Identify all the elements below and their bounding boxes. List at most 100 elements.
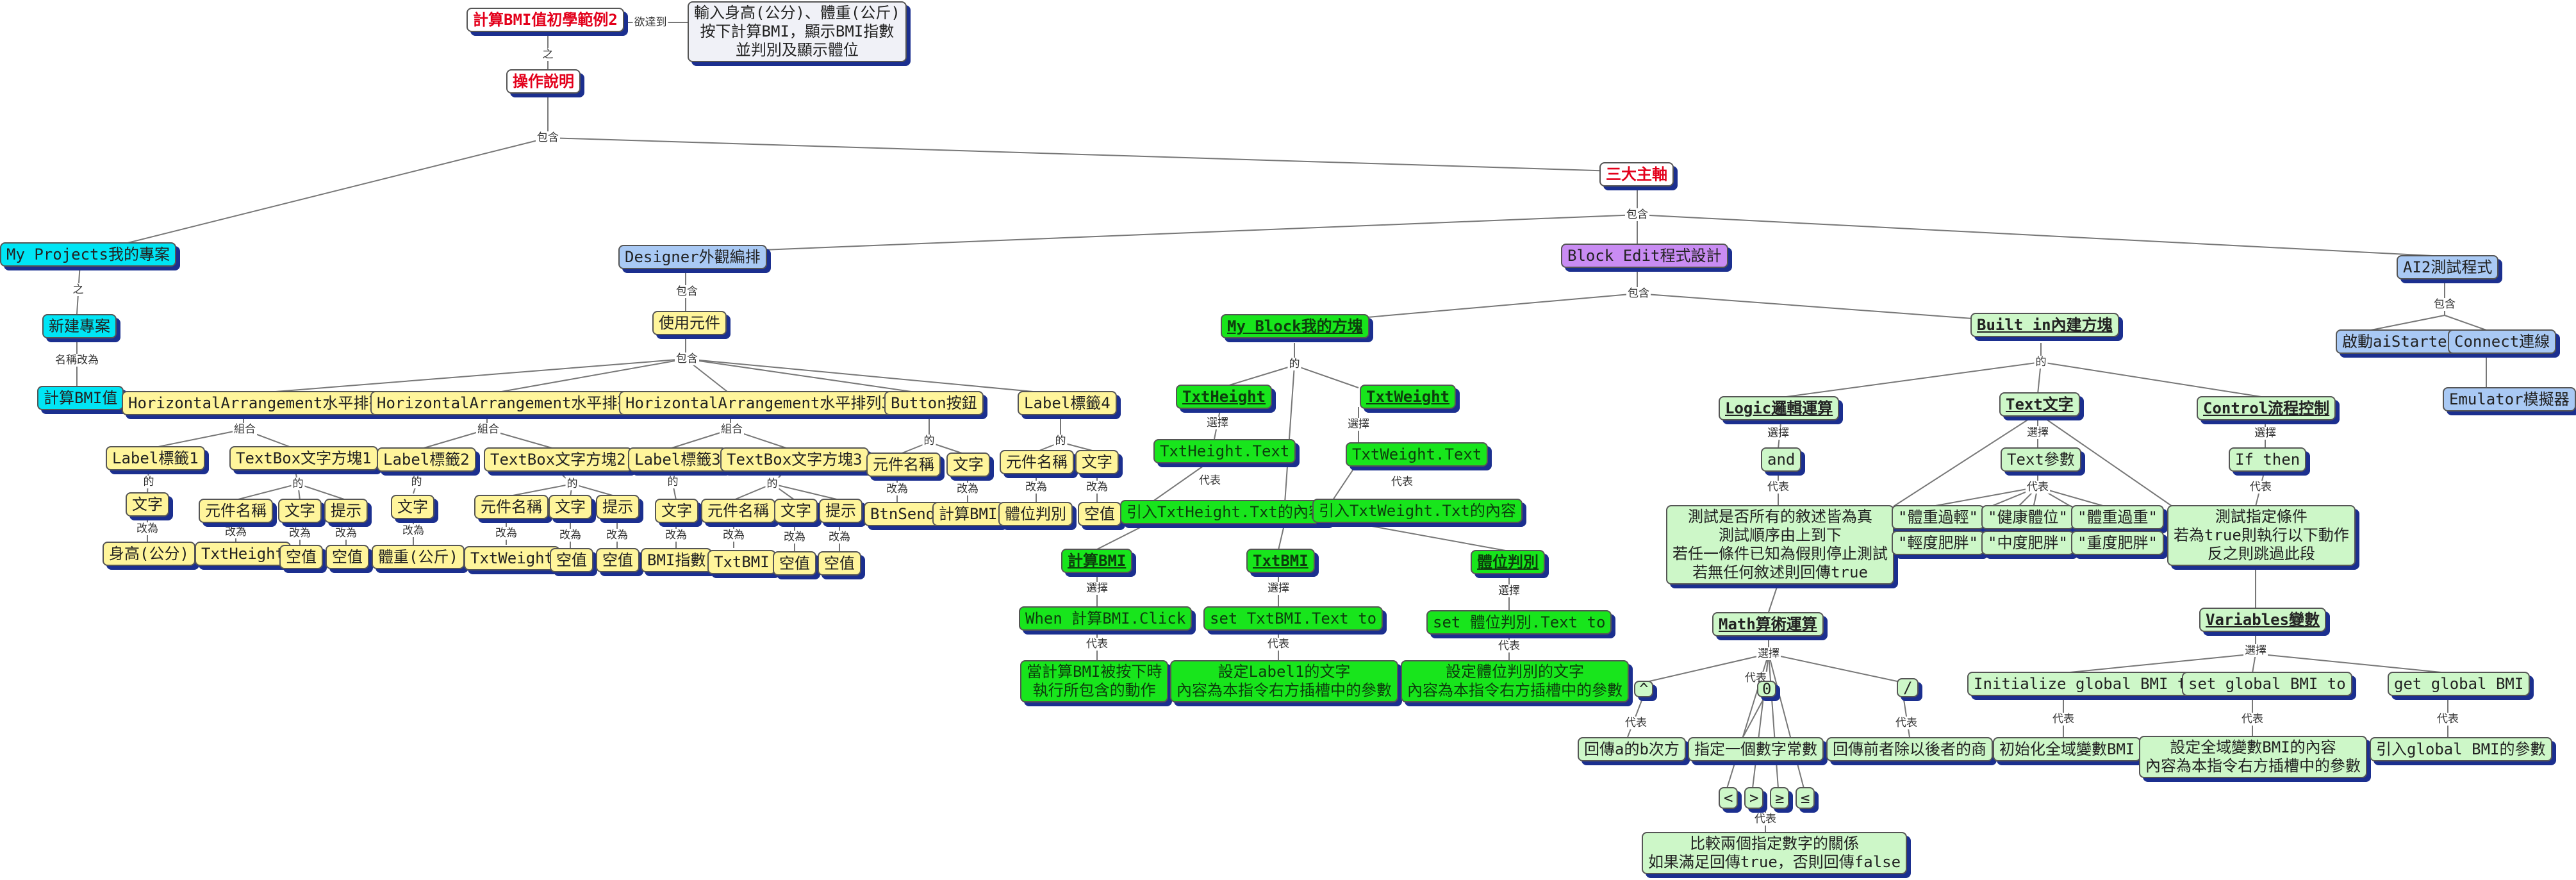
text-moderate-obese-node[interactable]: "中度肥胖"	[1981, 531, 2074, 555]
logic-node[interactable]: Logic邏輯運算	[1719, 396, 1840, 420]
body-judge-name-node[interactable]: 體位判別	[998, 502, 1073, 526]
tb3-hint-node[interactable]: 提示	[819, 499, 863, 523]
tb2-hint-node[interactable]: 提示	[596, 495, 640, 519]
bmi-value-node[interactable]: 計算BMI值	[37, 386, 124, 410]
tb1-empty-hint-node[interactable]: 空值	[326, 545, 369, 569]
text-underweight-node[interactable]: "體重過輕"	[1892, 505, 1985, 529]
op-ge-node[interactable]: ≥	[1770, 787, 1790, 809]
emulator-node[interactable]: Emulator模擬器	[2443, 387, 2576, 411]
import-height-node[interactable]: 引入TxtHeight.Txt的內容	[1120, 500, 1330, 524]
math-node[interactable]: Math算術運算	[1712, 612, 1824, 636]
init-global-node[interactable]: Initialize global BMI to	[1967, 672, 2202, 696]
connect-node[interactable]: Connect連線	[2448, 329, 2557, 354]
judge-desc-node[interactable]: 設定體位判別的文字 內容為本指令右方插槽中的參數	[1401, 660, 1629, 702]
and-desc-node[interactable]: 測試是否所有的敘述皆為真 測試順序由上到下 若任一條件已知為假則停止測試 若無任…	[1666, 505, 1894, 585]
start-aistarter-node[interactable]: 啟動aiStarter	[2336, 329, 2463, 354]
pow-desc-node[interactable]: 回傳a的b次方	[1578, 737, 1686, 761]
text-healthy-node[interactable]: "健康體位"	[1981, 505, 2074, 529]
tb3-text-node[interactable]: 文字	[774, 499, 818, 523]
op-divide-node[interactable]: /	[1897, 678, 1919, 697]
op-pow-node[interactable]: ^	[1634, 681, 1654, 697]
label4-text-node[interactable]: 文字	[1075, 450, 1119, 474]
instructions-node[interactable]: 操作說明	[506, 69, 581, 94]
label2-text-node[interactable]: 文字	[391, 495, 434, 519]
variables-node[interactable]: Variables變數	[2199, 608, 2327, 632]
click-desc-node[interactable]: 當計算BMI被按下時 執行所包含的動作	[1020, 660, 1169, 702]
tb1-empty-text-node[interactable]: 空值	[279, 545, 323, 569]
set-judge-node[interactable]: set 體位判別.Text to	[1426, 610, 1612, 635]
button-text-node[interactable]: 文字	[946, 452, 990, 477]
label1-node[interactable]: Label標籤1	[106, 446, 205, 470]
tb3-empty-hint-node[interactable]: 空值	[818, 551, 861, 576]
if-then-node[interactable]: If then	[2229, 447, 2307, 472]
set-global-node[interactable]: set global BMI to	[2182, 672, 2352, 696]
judge-block-node[interactable]: 體位判別	[1471, 550, 1545, 574]
op-gt-node[interactable]: >	[1744, 787, 1764, 809]
weight-kg-node[interactable]: 體重(公斤)	[372, 545, 465, 569]
button-comp-name-node[interactable]: 元件名稱	[866, 452, 941, 477]
label3-text-node[interactable]: 文字	[655, 499, 698, 523]
op-lt-node[interactable]: <	[1719, 787, 1738, 809]
textbox3-node[interactable]: TextBox文字方塊3	[720, 447, 869, 472]
cmp-desc-node[interactable]: 比較兩個指定數字的關係 如果滿足回傳true，否則回傳false	[1642, 832, 1908, 874]
when-click-node[interactable]: When 計算BMI.Click	[1019, 606, 1193, 631]
tb1-comp-name-node[interactable]: 元件名稱	[199, 499, 273, 523]
label4-empty-node[interactable]: 空值	[1078, 502, 1121, 526]
div-desc-node[interactable]: 回傳前者除以後者的商	[1826, 737, 1993, 761]
op-number-node[interactable]: 0	[1757, 681, 1777, 697]
tb1-text-node[interactable]: 文字	[278, 499, 322, 523]
get-global-node[interactable]: get global BMI	[2388, 672, 2531, 696]
tb2-empty-hint-node[interactable]: 空值	[596, 548, 640, 572]
block-edit-node[interactable]: Block Edit程式設計	[1561, 244, 1728, 268]
calc-bmi-block-node[interactable]: 計算BMI	[1061, 549, 1133, 573]
txtheight-block-node[interactable]: TxtHeight	[1176, 385, 1273, 409]
tb3-comp-name-node[interactable]: 元件名稱	[701, 499, 775, 523]
label3-node[interactable]: Label標籤3	[628, 447, 727, 472]
tb3-empty-text-node[interactable]: 空值	[773, 551, 816, 576]
ai2-test-node[interactable]: AI2測試程式	[2397, 255, 2499, 279]
label1-text-node[interactable]: 文字	[126, 492, 169, 517]
if-desc-node[interactable]: 測試指定條件 若為true則執行以下動作 反之則跳過此段	[2167, 505, 2356, 566]
txtweight-block-node[interactable]: TxtWeight	[1360, 385, 1457, 409]
txtbmi-node[interactable]: TxtBMI	[707, 550, 776, 574]
label2-node[interactable]: Label標籤2	[377, 447, 476, 472]
get-desc-node[interactable]: 引入global BMI的參數	[2370, 737, 2552, 761]
use-components-node[interactable]: 使用元件	[652, 311, 727, 335]
control-node[interactable]: Control流程控制	[2197, 396, 2336, 420]
txtweight-node[interactable]: TxtWeight	[464, 546, 561, 570]
horizontal-arrangement-2-node[interactable]: HorizontalArrangement水平排列2	[370, 391, 648, 415]
button-node[interactable]: Button按鈕	[884, 391, 984, 415]
three-axes-node[interactable]: 三大主軸	[1599, 162, 1674, 187]
new-project-node[interactable]: 新建專案	[42, 314, 117, 338]
text-block-node[interactable]: Text文字	[1999, 392, 2080, 417]
txtheight-node[interactable]: TxtHeight	[195, 542, 292, 566]
txtbmi-block-node[interactable]: TxtBMI	[1246, 549, 1315, 573]
label1-desc-node[interactable]: 設定Label1的文字 內容為本指令右方插槽中的參數	[1170, 660, 1398, 702]
goal-description-node[interactable]: 輸入身高(公分)、體重(公斤) 按下計算BMI，顯示BMI指數 並判別及顯示體位	[688, 1, 907, 62]
op-le-node[interactable]: ≤	[1796, 787, 1815, 809]
textbox1-node[interactable]: TextBox文字方塊1	[229, 446, 378, 470]
builtin-node[interactable]: Built in內建方塊	[1970, 313, 2119, 337]
tb2-empty-text-node[interactable]: 空值	[550, 548, 593, 572]
text-overweight-node[interactable]: "體重過重"	[2071, 505, 2164, 529]
tb1-hint-node[interactable]: 提示	[324, 499, 368, 523]
horizontal-arrangement-1-node[interactable]: HorizontalArrangement水平排列1	[122, 391, 400, 415]
num-desc-node[interactable]: 指定一個數字常數	[1688, 737, 1824, 761]
tb2-comp-name-node[interactable]: 元件名稱	[474, 495, 549, 519]
horizontal-arrangement-3-node[interactable]: HorizontalArrangement水平排列3	[619, 391, 897, 415]
my-block-node[interactable]: My Block我的方塊	[1221, 314, 1369, 338]
designer-node[interactable]: Designer外觀編排	[618, 245, 767, 269]
bmi-index-node[interactable]: BMI指數	[641, 548, 713, 572]
label4-comp-name-node[interactable]: 元件名稱	[1000, 450, 1074, 474]
import-weight-node[interactable]: 引入TxtWeight.Txt的內容	[1312, 499, 1523, 523]
txtweight-text-node[interactable]: TxtWeight.Text	[1346, 442, 1489, 467]
set-desc-node[interactable]: 設定全域變數BMI的內容 內容為本指令右方插槽中的參數	[2139, 736, 2367, 778]
calc-bmi-text-node[interactable]: 計算BMI	[932, 502, 1004, 526]
root-title-node[interactable]: 計算BMI值初學範例2	[466, 8, 624, 32]
tb2-text-node[interactable]: 文字	[549, 495, 592, 519]
text-mild-obese-node[interactable]: "輕度肥胖"	[1892, 531, 1985, 555]
set-txtbmi-node[interactable]: set TxtBMI.Text to	[1203, 606, 1383, 631]
text-severe-obese-node[interactable]: "重度肥胖"	[2071, 531, 2164, 555]
label4-node[interactable]: Label標籤4	[1018, 391, 1117, 415]
init-desc-node[interactable]: 初始化全域變數BMI	[1993, 737, 2142, 761]
